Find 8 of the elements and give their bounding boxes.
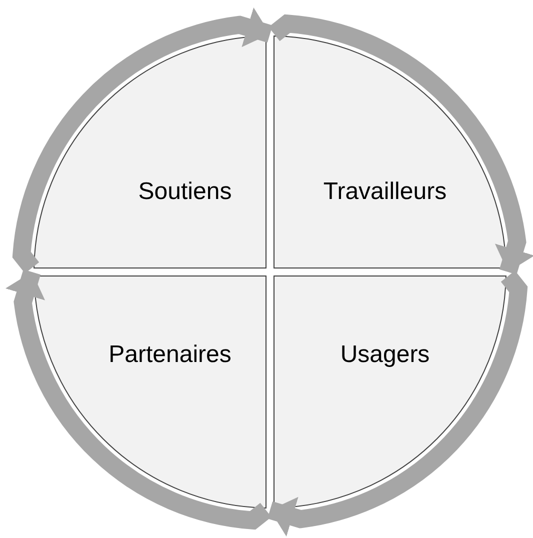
quadrant-label: Soutiens [138,177,232,207]
curved-arrow [268,14,533,275]
curved-arrow [5,269,272,530]
quadrant-label: Travailleurs [323,177,447,207]
curved-arrow [12,7,273,274]
quadrant-label: Usagers [340,340,430,370]
quadrant-label: Partenaires [108,340,232,370]
curved-arrow [267,270,528,537]
